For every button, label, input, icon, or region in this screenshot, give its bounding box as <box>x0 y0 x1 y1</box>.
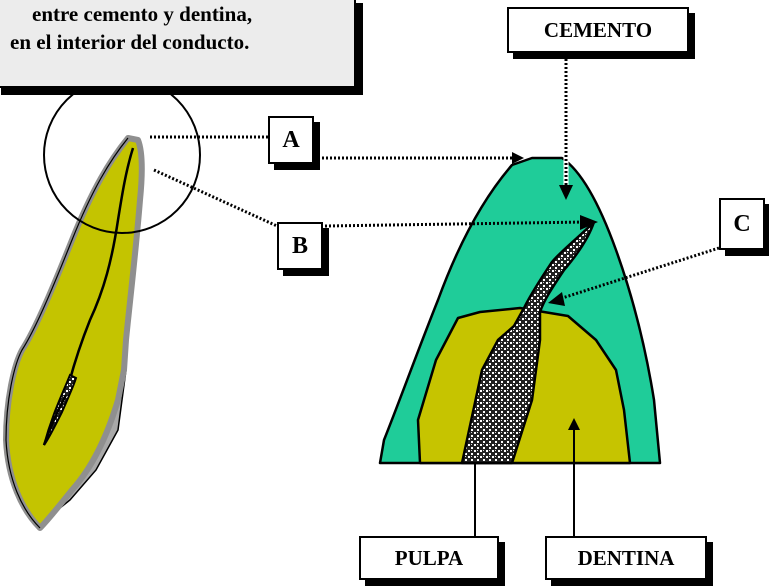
label-pulpa: PULPA <box>359 536 499 580</box>
dentina-pointer-arrow <box>568 418 580 430</box>
pulpa-region <box>460 220 596 465</box>
root-inner-outline <box>5 137 129 529</box>
label-cemento: CEMENTO <box>507 7 689 53</box>
label-c: C <box>719 198 765 250</box>
label-a: A <box>268 116 314 164</box>
root-canal-line <box>64 147 135 396</box>
caption-box: entre cemento y dentina, en el interior … <box>0 0 356 88</box>
label-dentina: DENTINA <box>545 536 707 580</box>
caption-line-2: en el interior del conducto. <box>10 30 250 54</box>
label-b: B <box>277 222 323 270</box>
arrow-heads <box>512 152 598 306</box>
tooth-root-drawing <box>3 135 145 531</box>
leader-lines <box>150 55 720 302</box>
label-pointers <box>474 425 575 538</box>
apex-enlarged-drawing <box>378 156 662 465</box>
caption-line-1: entre cemento y dentina, <box>32 2 253 26</box>
